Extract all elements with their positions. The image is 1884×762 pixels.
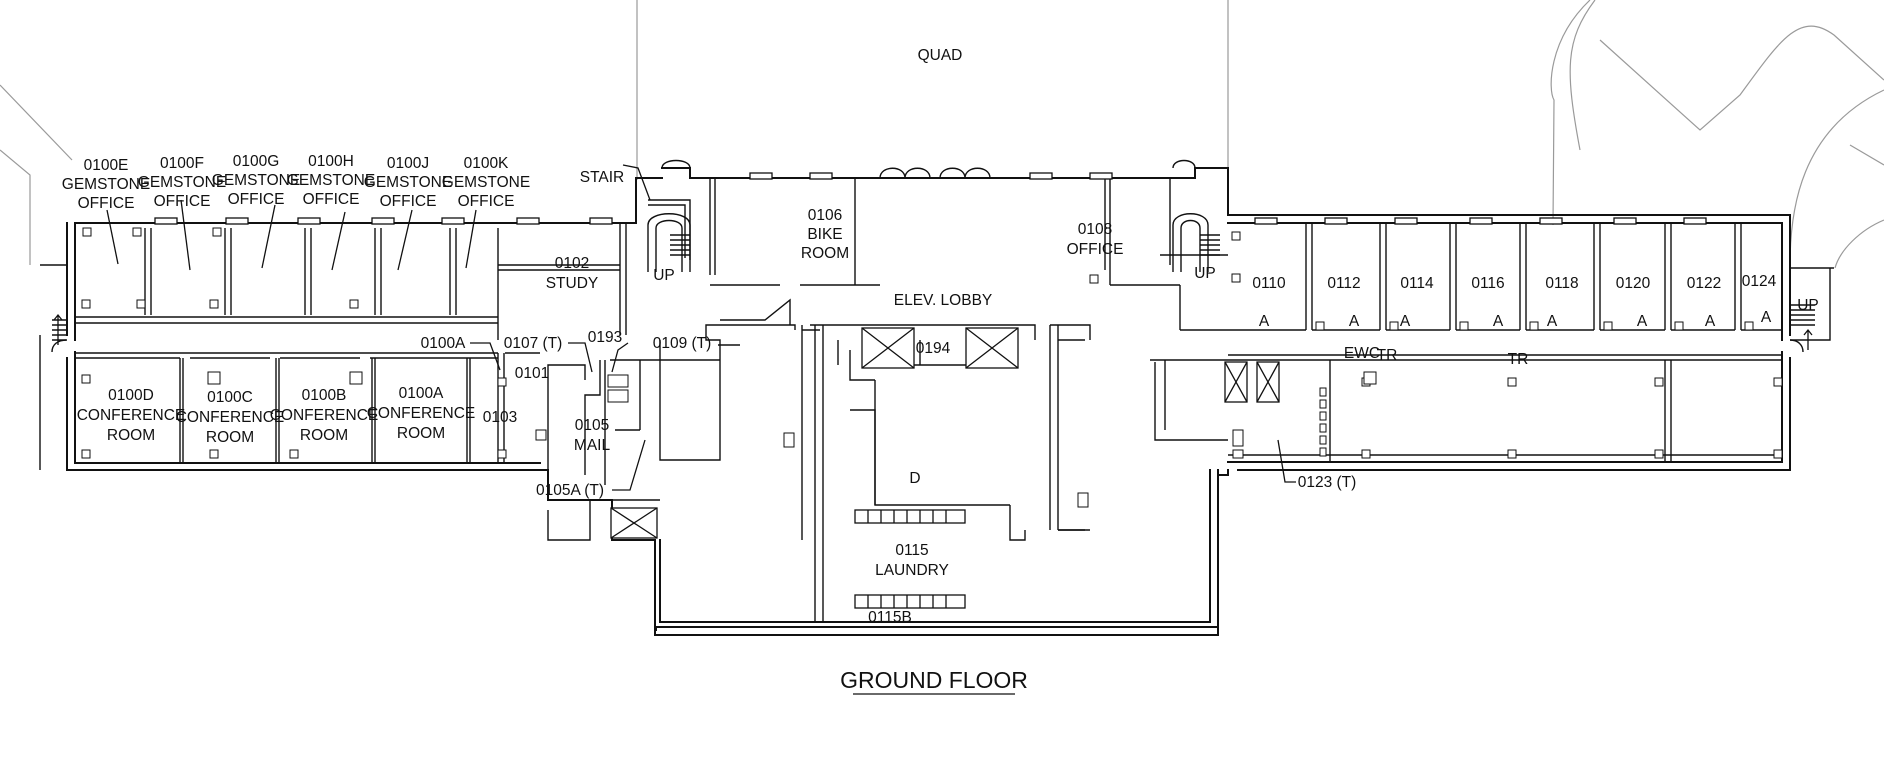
bike-room-line1: BIKE <box>807 226 842 243</box>
callout-0100a: 0100A <box>421 335 466 352</box>
unit-0122-label: 0122 <box>1687 275 1721 292</box>
room-0103-label: 0103 <box>483 409 517 426</box>
conf-0100c-number: 0100C <box>207 389 253 406</box>
gemstone-office-labels: 0100E GEMSTONE OFFICE 0100F GEMSTONE OFF… <box>62 153 530 212</box>
stairs <box>52 213 1815 350</box>
unit-0114-mark: A <box>1400 313 1411 330</box>
floor-title: GROUND FLOOR <box>840 667 1028 693</box>
stair-up-west: UP <box>653 267 675 284</box>
core-walls <box>498 178 1228 622</box>
windows <box>154 172 1707 225</box>
office-0108-number: 0108 <box>1078 221 1112 238</box>
mail-name: MAIL <box>574 437 611 454</box>
office-0100g-use: OFFICE <box>228 191 285 208</box>
fixtures <box>81 227 1783 508</box>
office-0100j-use: OFFICE <box>380 193 437 210</box>
conf-0100b-name: CONFERENCE <box>270 407 379 424</box>
room-0115b-label: 0115B <box>868 609 912 626</box>
room-0101-label: 0101 <box>515 365 549 382</box>
entrance-doors <box>51 159 1804 353</box>
unit-0116-label: 0116 <box>1471 275 1504 292</box>
callout-0107: 0107 (T) <box>504 335 563 352</box>
office-0100j-type: GEMSTONE <box>364 174 452 191</box>
office-0100h-use: OFFICE <box>303 191 360 208</box>
leader-lines <box>470 164 1296 491</box>
callout-0123: 0123 (T) <box>1298 474 1357 491</box>
callout-tr-2: TR <box>1508 351 1529 368</box>
office-0100g-type: GEMSTONE <box>212 172 300 189</box>
callout-0109: 0109 (T) <box>653 335 712 352</box>
unit-0114-label: 0114 <box>1400 275 1434 292</box>
unit-0120-label: 0120 <box>1616 275 1651 292</box>
study-number: 0102 <box>555 255 589 272</box>
unit-0122-mark: A <box>1705 313 1716 330</box>
room-0193-label: 0193 <box>588 329 622 346</box>
office-0108-name: OFFICE <box>1067 241 1124 258</box>
office-0100j-number: 0100J <box>387 155 429 172</box>
office-0100g-number: 0100G <box>233 153 280 170</box>
office-0100h-type: GEMSTONE <box>287 172 375 189</box>
office-0100k-use: OFFICE <box>458 193 515 210</box>
east-unit-labels: 0110 0112 0114 0116 0118 0120 0122 0124 … <box>1252 273 1776 330</box>
laundry-machines <box>854 509 966 609</box>
office-0100h-number: 0100H <box>308 153 354 170</box>
unit-0124-label: 0124 <box>1742 273 1777 290</box>
callout-0105a: 0105A (T) <box>536 482 604 499</box>
conf-0100d-name: CONFERENCE <box>77 407 186 424</box>
callout-labels: STAIR 0100A 0107 (T) 0109 (T) 0105A (T) … <box>421 169 1529 499</box>
office-0100e-use: OFFICE <box>78 195 135 212</box>
callout-tr-1: TR <box>1377 347 1398 364</box>
unit-0112-mark: A <box>1349 313 1360 330</box>
office-0100e-type: GEMSTONE <box>62 176 150 193</box>
stair-up-east: UP <box>1194 265 1216 282</box>
office-0100f-use: OFFICE <box>154 193 211 210</box>
stair-up-marks: UP UP UP <box>653 265 1819 314</box>
conf-0100d-use: ROOM <box>107 427 155 444</box>
stair-callout: STAIR <box>580 169 625 186</box>
room-labels: 0102 STUDY 0106 BIKE ROOM 0108 OFFICE EL… <box>483 207 1124 626</box>
conf-0100c-name: CONFERENCE <box>176 409 285 426</box>
quad-label: QUAD <box>918 47 963 64</box>
laundry-name: LAUNDRY <box>875 562 949 579</box>
office-0100k-number: 0100K <box>464 155 509 172</box>
conf-0100c-use: ROOM <box>206 429 254 446</box>
study-name: STUDY <box>546 275 599 292</box>
office-0100k-type: GEMSTONE <box>442 174 530 191</box>
unit-0112-label: 0112 <box>1327 275 1360 292</box>
office-0100f-type: GEMSTONE <box>138 174 226 191</box>
east-unit-walls <box>1180 223 1782 463</box>
room-0194-label: 0194 <box>916 340 951 357</box>
conf-0100a-name: CONFERENCE <box>367 405 476 422</box>
mail-number: 0105 <box>575 417 609 434</box>
bike-room-number: 0106 <box>808 207 842 224</box>
west-office-walls <box>75 199 540 463</box>
unit-0124-mark: A <box>1761 309 1772 326</box>
office-0100e-number: 0100E <box>84 157 129 174</box>
unit-0118-label: 0118 <box>1545 275 1578 292</box>
conf-0100b-use: ROOM <box>300 427 348 444</box>
unit-0118-mark: A <box>1547 313 1558 330</box>
laundry-number: 0115 <box>895 542 928 559</box>
bike-room-line2: ROOM <box>801 245 849 262</box>
office-0100f-number: 0100F <box>160 155 204 172</box>
conf-0100b-number: 0100B <box>302 387 347 404</box>
conference-room-labels: 0100D CONFERENCE ROOM 0100C CONFERENCE R… <box>77 385 476 446</box>
conf-0100a-use: ROOM <box>397 425 445 442</box>
unit-0116-mark: A <box>1493 313 1504 330</box>
unit-0110-label: 0110 <box>1252 275 1286 292</box>
exterior-walls <box>39 167 1834 636</box>
stair-up-far-east: UP <box>1797 297 1819 314</box>
conf-0100d-number: 0100D <box>108 387 154 404</box>
elevators <box>610 327 1280 539</box>
site-lines <box>0 0 1884 269</box>
callout-ewc: EWC <box>1344 345 1380 362</box>
unit-0120-mark: A <box>1637 313 1648 330</box>
unit-0110-mark: A <box>1259 313 1270 330</box>
elev-lobby-label: ELEV. LOBBY <box>894 292 993 309</box>
callout-d: D <box>909 470 920 487</box>
conf-0100a-number: 0100A <box>399 385 444 402</box>
